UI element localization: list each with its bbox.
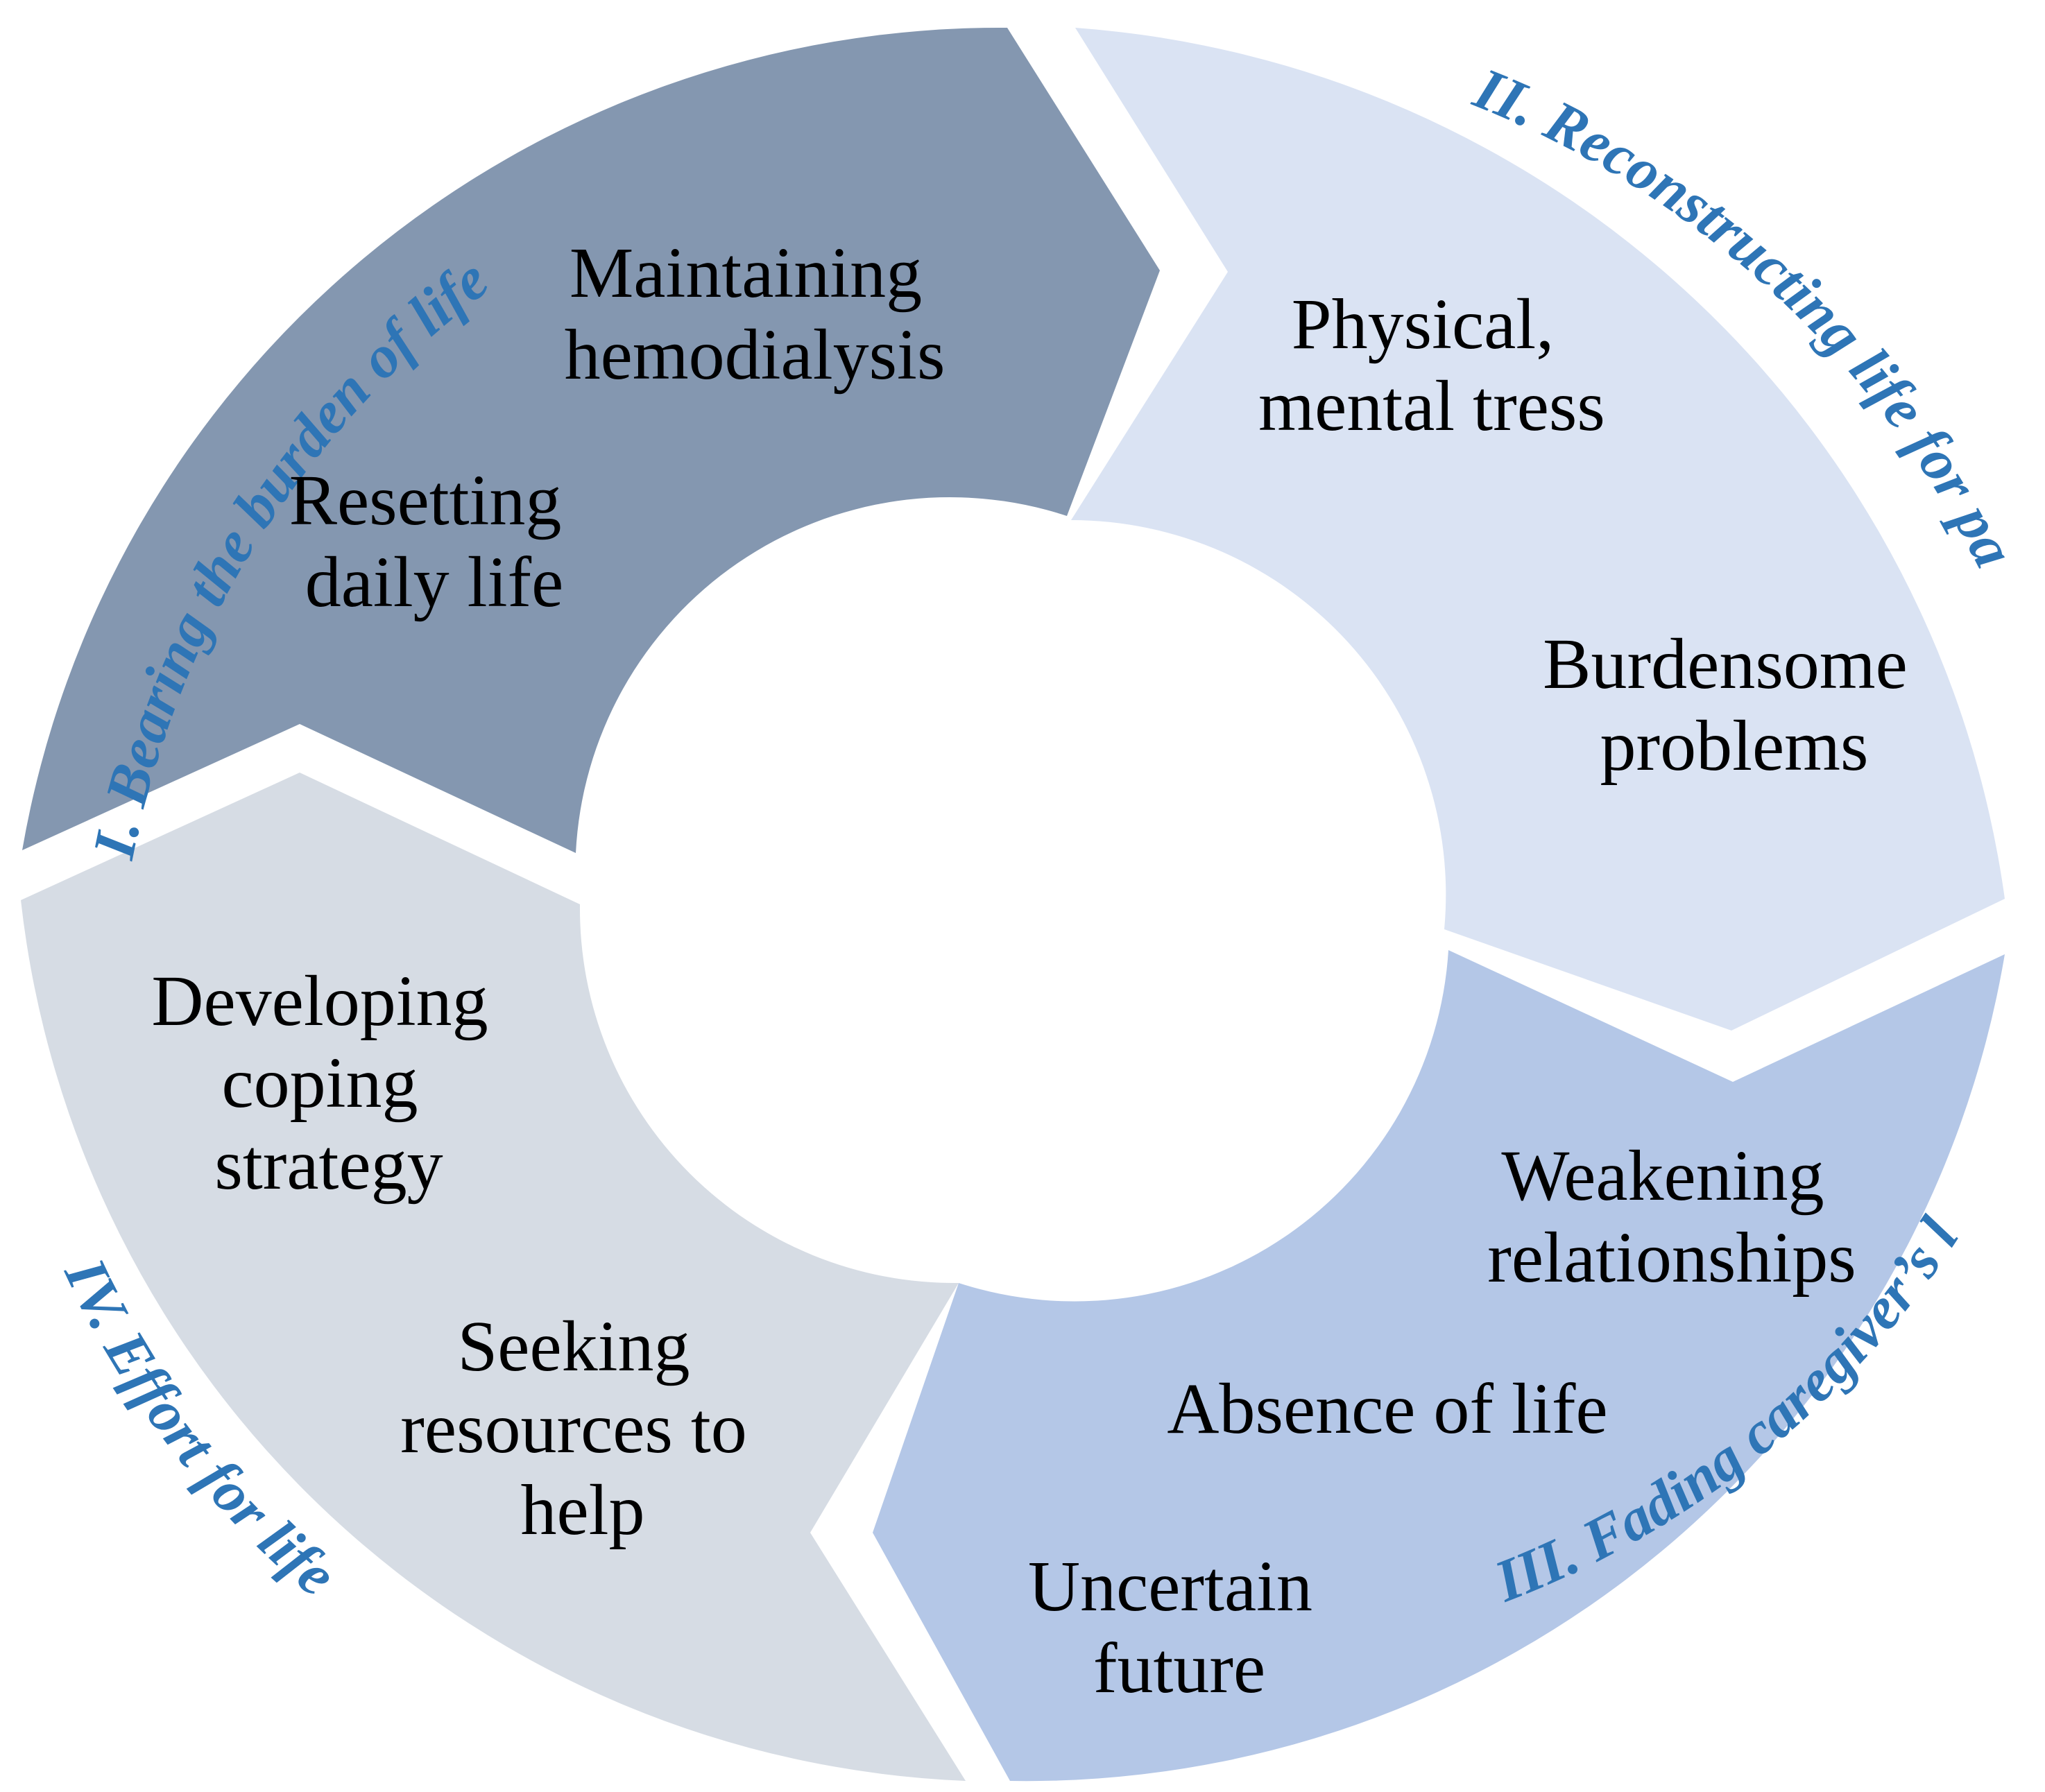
item-line: Burdensome [1543, 624, 1908, 704]
item-burdensome-problems: Burdensome problems [1543, 624, 1926, 786]
segment-bearing-burden [22, 27, 1160, 854]
item-maintaining-hemodialysis: Maintaining hemodialysis [565, 233, 946, 395]
item-line: help [520, 1470, 644, 1550]
item-line: problems [1600, 706, 1868, 786]
item-developing-coping-strategy: Developing coping strategy [151, 961, 506, 1205]
item-resetting-daily-life: Resetting daily life [289, 460, 580, 622]
item-line: Developing [151, 961, 488, 1041]
segment-effort-for-life [21, 773, 966, 1781]
item-weakening-relationships: Weakening relationships [1487, 1136, 1856, 1298]
item-line: mental tress [1258, 366, 1605, 446]
item-line: hemodialysis [565, 315, 946, 395]
item-line: Weakening [1501, 1136, 1824, 1216]
item-uncertain-future: Uncertain future [1028, 1547, 1330, 1708]
item-physical-mental-stress: Physical, mental tress [1258, 284, 1605, 446]
segment-reconstructing-life [1071, 28, 2005, 1031]
item-line: Resetting [289, 460, 562, 540]
item-line: Seeking [457, 1307, 690, 1386]
item-line: relationships [1487, 1218, 1856, 1298]
item-line: Absence of life [1167, 1369, 1607, 1449]
item-line: resources to [400, 1388, 747, 1468]
item-line: strategy [214, 1125, 443, 1205]
item-line: Maintaining [570, 233, 922, 313]
item-line: future [1093, 1628, 1265, 1708]
item-absence-of-life: Absence of life [1167, 1369, 1607, 1449]
item-line: Uncertain [1028, 1547, 1312, 1626]
item-line: daily life [305, 542, 564, 622]
segment-fading-life [873, 950, 2005, 1782]
item-seeking-resources: Seeking resources to help [400, 1307, 765, 1550]
item-line: Physical, [1292, 284, 1554, 364]
item-line: coping [221, 1043, 418, 1123]
